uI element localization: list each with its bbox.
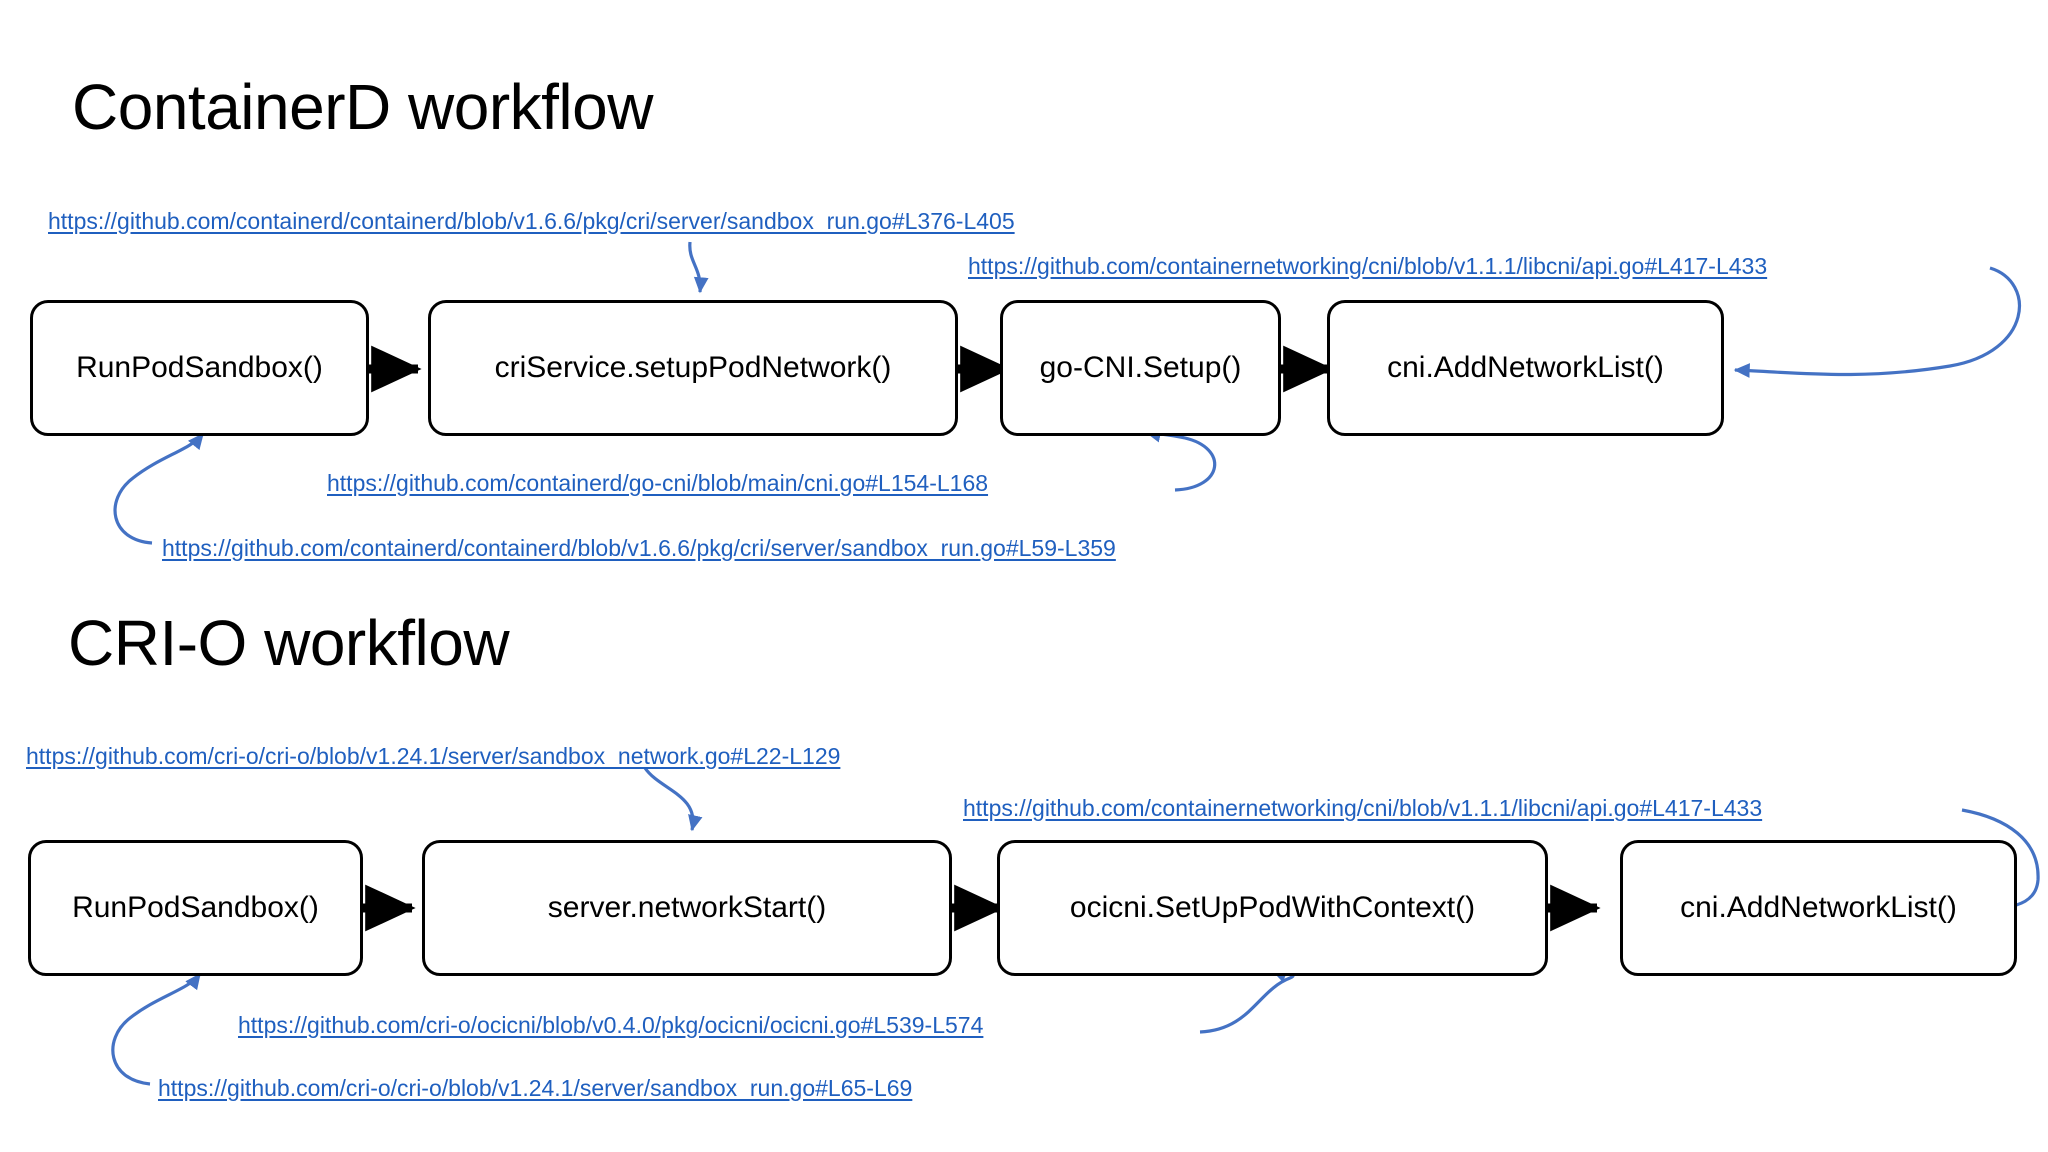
link-go-cni-154[interactable]: https://github.com/containerd/go-cni/blo… <box>327 470 989 496</box>
node-server-networkstart[interactable]: server.networkStart() <box>422 840 952 976</box>
node-gocni-setup[interactable]: go-CNI.Setup() <box>1000 300 1281 436</box>
node-cni-addnetworklist-containerd[interactable]: cni.AddNetworkList() <box>1327 300 1724 436</box>
link-cni-api-417-top[interactable]: https://github.com/containernetworking/c… <box>968 253 1768 279</box>
page-title-containerd: ContainerD workflow <box>72 71 653 143</box>
node-runpodsandbox-containerd[interactable]: RunPodSandbox() <box>30 300 369 436</box>
node-label: go-CNI.Setup() <box>1039 351 1242 384</box>
link-crio-sandbox-run-65[interactable]: https://github.com/cri-o/cri-o/blob/v1.2… <box>158 1075 913 1101</box>
node-label: server.networkStart() <box>547 891 827 924</box>
node-criservice-setuppodnetwork[interactable]: criService.setupPodNetwork() <box>428 300 958 436</box>
node-label: cni.AddNetworkList() <box>1387 351 1664 384</box>
node-ocicni-setuppodwithcontext[interactable]: ocicni.SetUpPodWithContext() <box>997 840 1548 976</box>
node-cni-addnetworklist-crio[interactable]: cni.AddNetworkList() <box>1620 840 2017 976</box>
node-label: criService.setupPodNetwork() <box>494 351 892 384</box>
link-crio-sandbox-network-22[interactable]: https://github.com/cri-o/cri-o/blob/v1.2… <box>26 743 841 769</box>
node-label: cni.AddNetworkList() <box>1680 891 1957 924</box>
node-label: ocicni.SetUpPodWithContext() <box>1069 891 1476 924</box>
node-label: RunPodSandbox() <box>76 351 323 384</box>
link-ocicni-539[interactable]: https://github.com/cri-o/ocicni/blob/v0.… <box>238 1012 984 1038</box>
link-cni-api-417-bottom[interactable]: https://github.com/containernetworking/c… <box>963 795 1763 821</box>
node-label: RunPodSandbox() <box>72 891 319 924</box>
link-containerd-sandbox-run-59[interactable]: https://github.com/containerd/containerd… <box>162 535 1116 561</box>
node-runpodsandbox-crio[interactable]: RunPodSandbox() <box>28 840 363 976</box>
page-title-crio: CRI-O workflow <box>68 607 510 679</box>
link-containerd-sandbox-run-376[interactable]: https://github.com/containerd/containerd… <box>48 208 1015 234</box>
